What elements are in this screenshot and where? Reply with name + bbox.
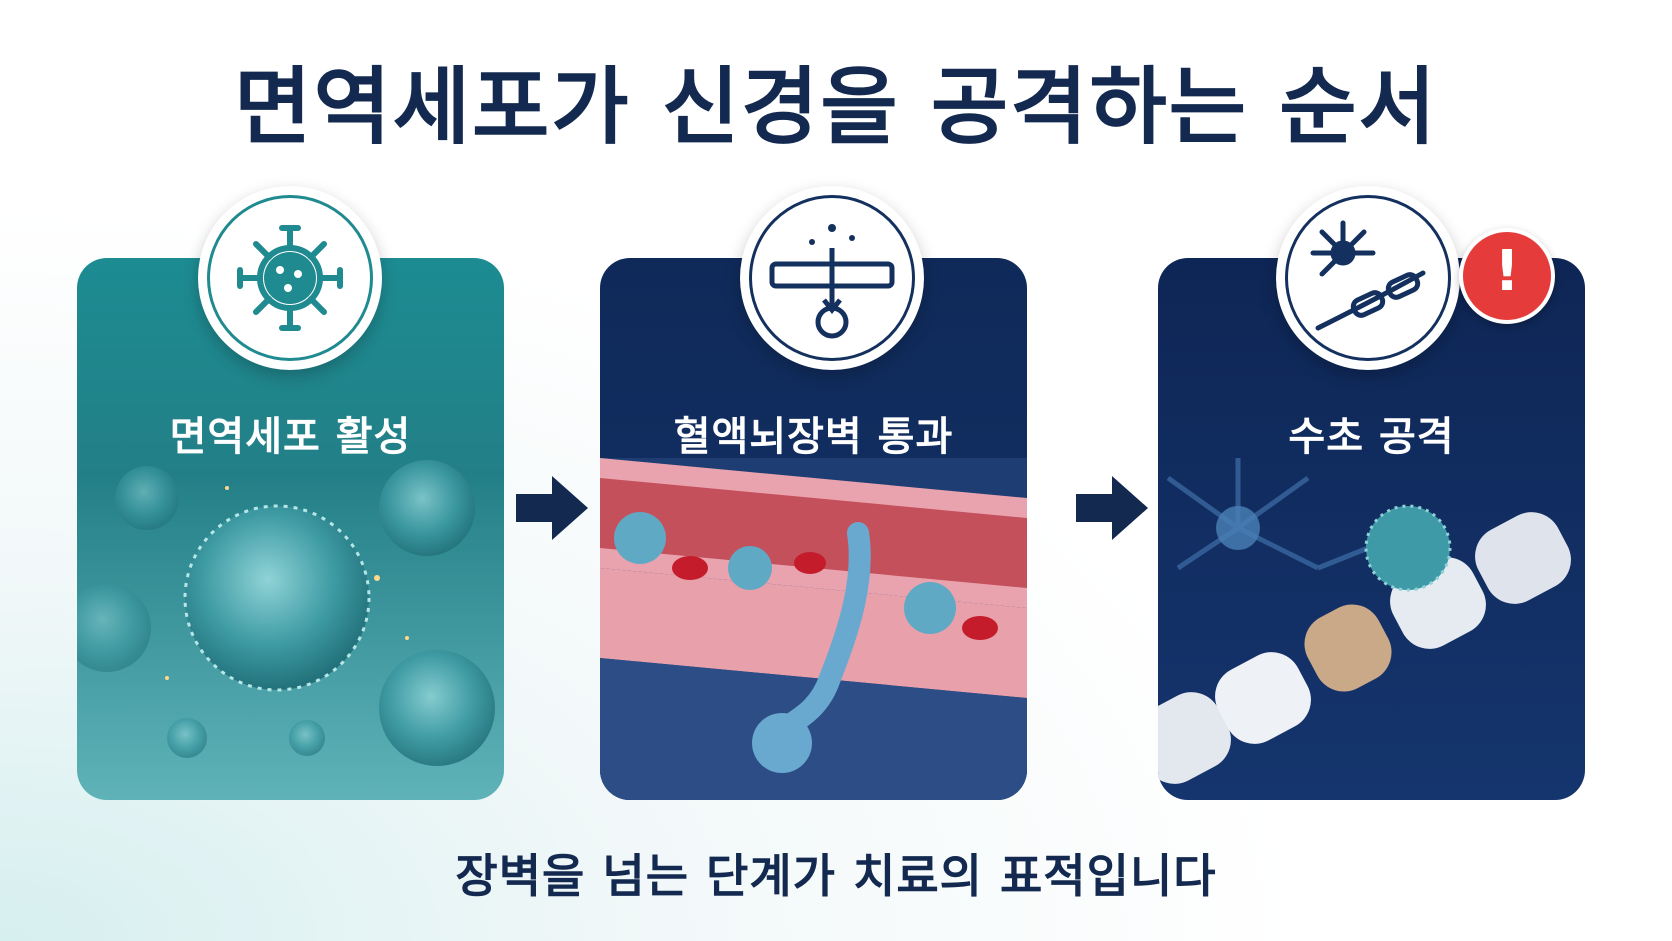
blood-vessel-illustration [600,458,1027,800]
warning-icon: ! [1459,228,1555,324]
immune-cell-badge [198,186,382,370]
step-label: 수초 공격 [1288,414,1455,460]
immune-cell-icon [237,225,343,331]
page-title: 면역세포가 신경을 공격하는 순서 [234,58,1438,156]
myelin-attack-illustration [1158,458,1571,784]
barrier-crossing-icon [769,224,895,339]
arrow-right-icon [1076,476,1148,540]
step-label: 혈액뇌장벽 통과 [673,414,954,460]
neuron-myelin-badge [1276,186,1460,370]
step-label: 면역세포 활성 [169,414,412,460]
neuron-myelin-icon [1310,220,1426,331]
caption: 장벽을 넘는 단계가 치료의 표적입니다 [455,849,1217,903]
alert-symbol: ! [1494,239,1520,304]
barrier-crossing-badge [740,186,924,370]
arrow-right-icon [516,476,588,540]
immune-cells-illustration [77,460,495,766]
